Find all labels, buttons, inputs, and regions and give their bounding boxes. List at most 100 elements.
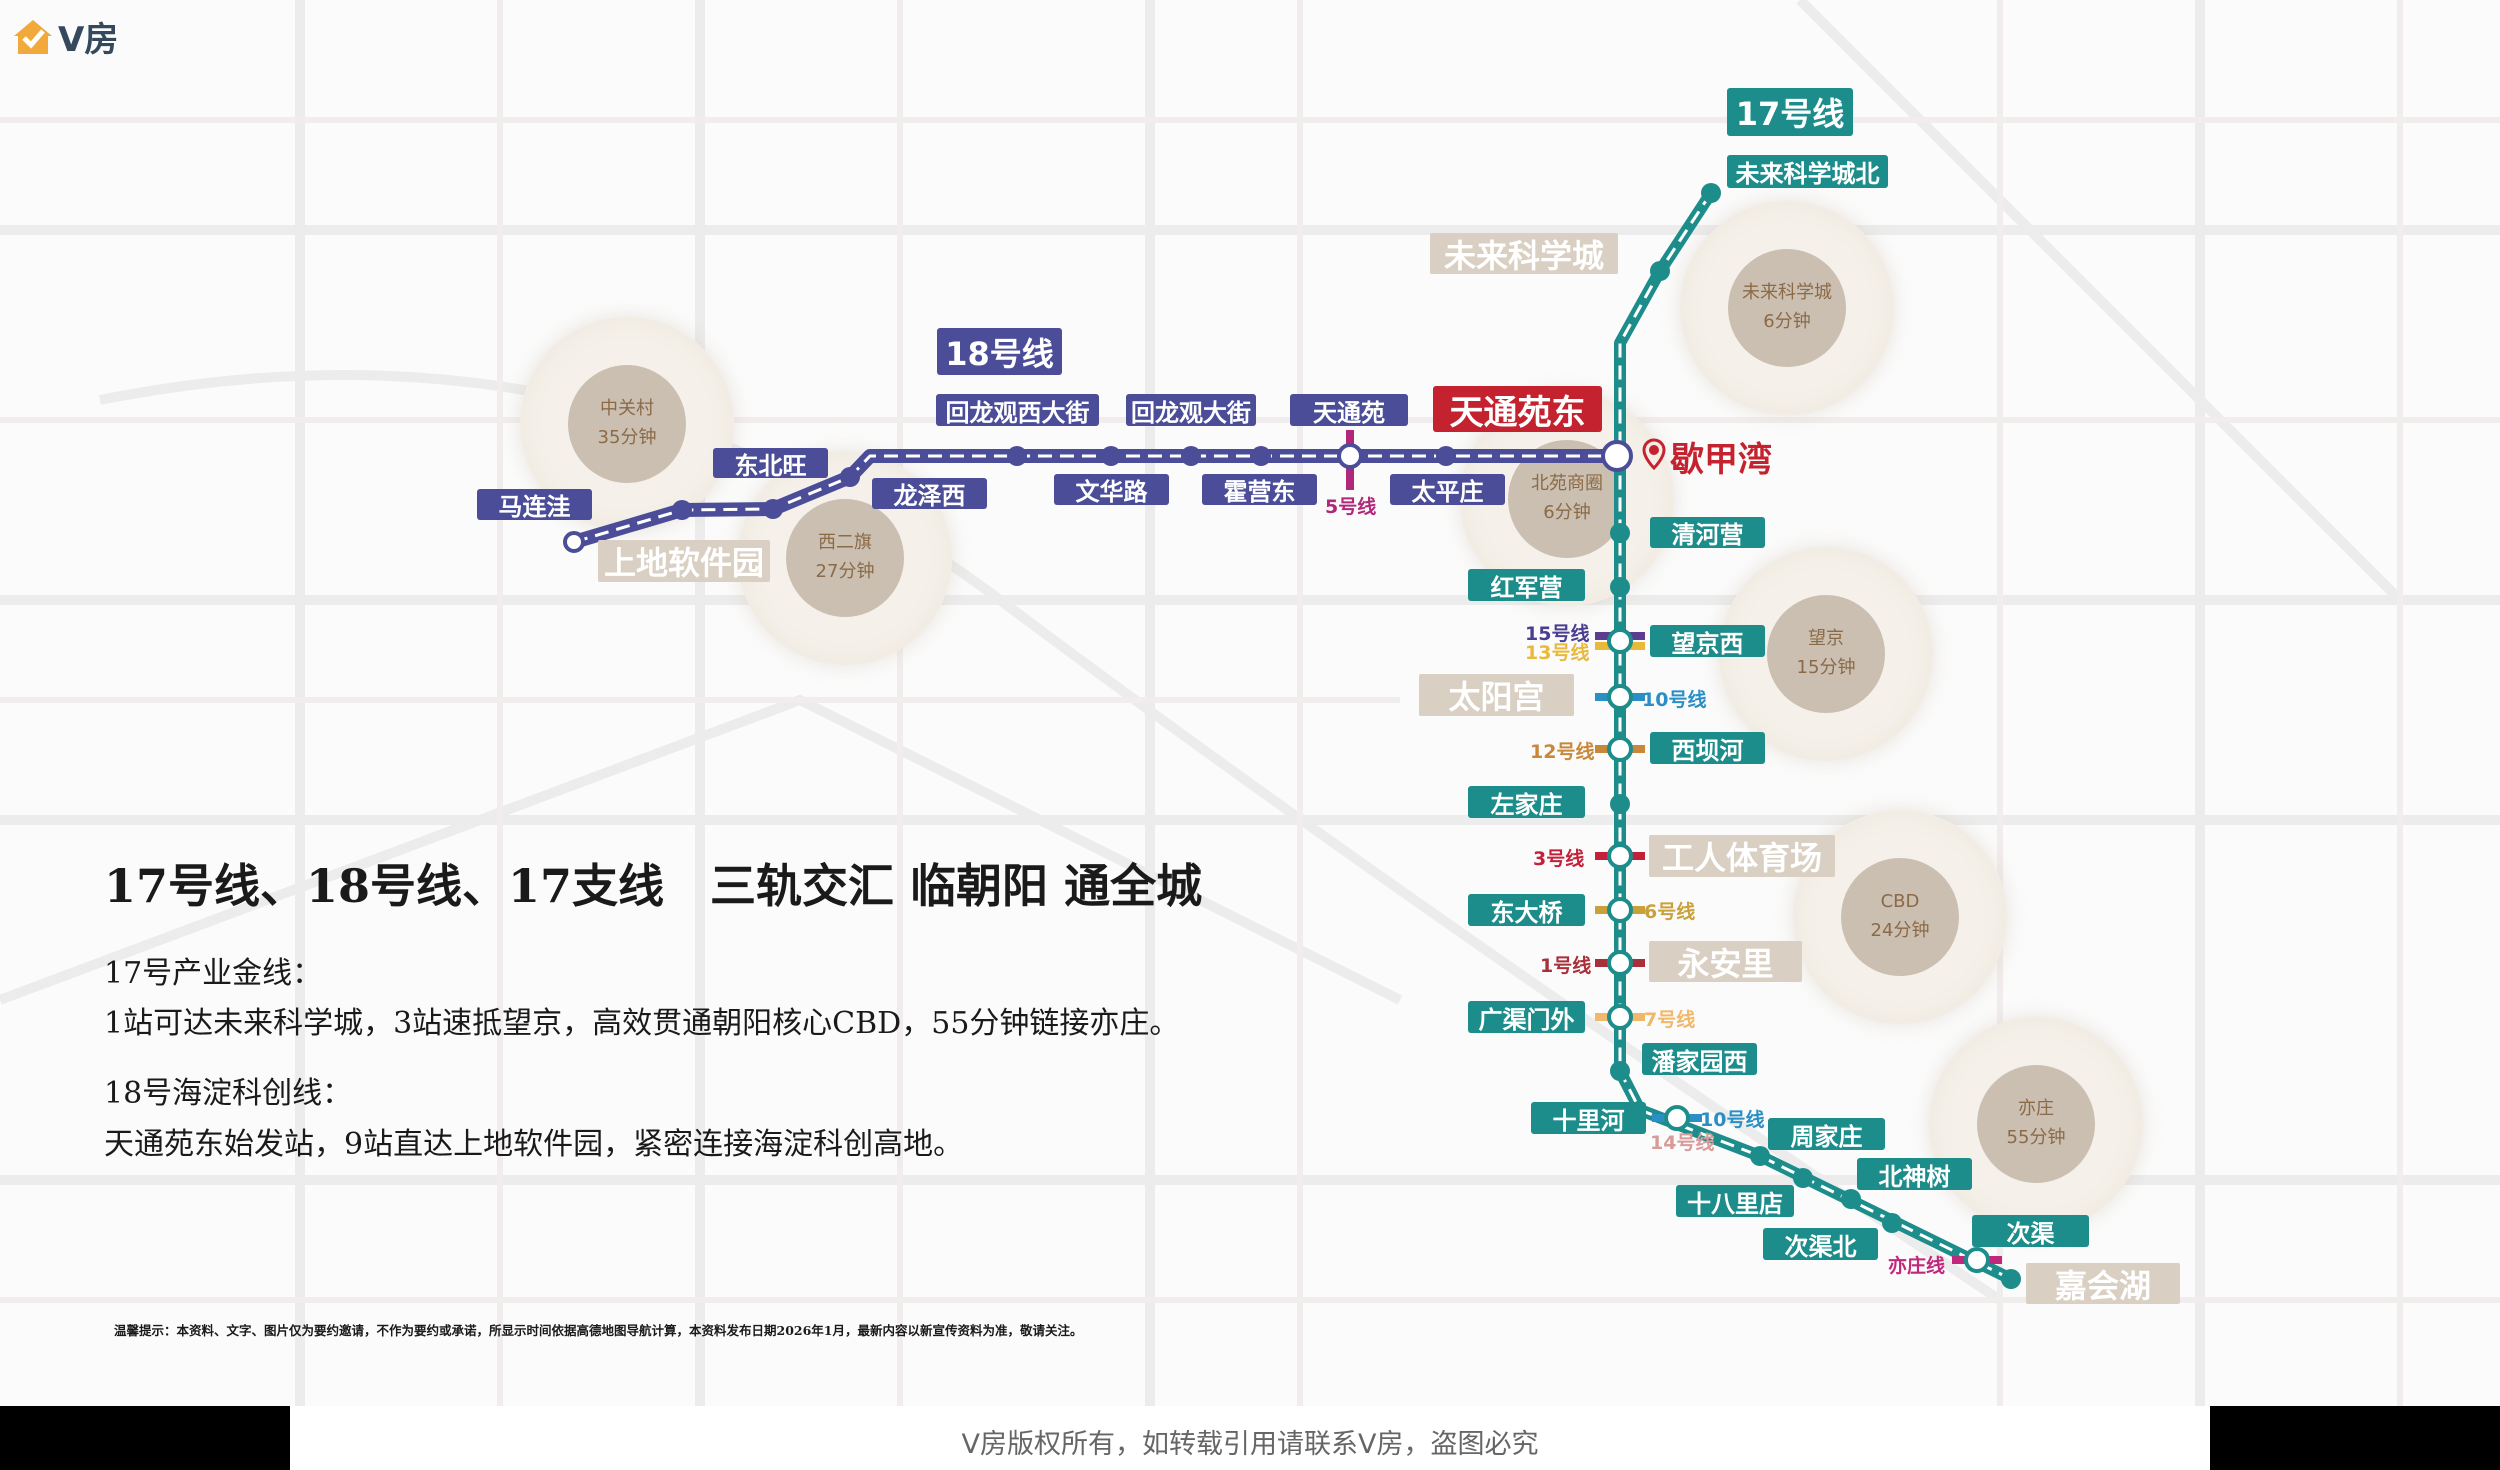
project-name: 歇甲湾 [1670, 440, 1772, 480]
interchange-icon [1337, 443, 1363, 469]
vfang-logo[interactable]: V房 [12, 12, 118, 61]
line18-desc-title: 18号海淀科创线： [104, 1076, 353, 1111]
station-dot [1701, 183, 1721, 203]
station-huilongguandajie: 回龙观大街 [1126, 394, 1256, 427]
station-dot [1436, 446, 1456, 466]
station-wenhualu: 文华路 [1054, 474, 1169, 506]
station-tiantongyuandong: 天通苑东 [1433, 386, 1602, 433]
hub-name: 亦庄 [2018, 1098, 2054, 1120]
footer-black-right [2210, 1406, 2500, 1470]
line-18-stations [672, 446, 1456, 520]
hub-time: 6分钟 [1763, 311, 1811, 332]
transfer-line-6: 6号线 [1644, 901, 1696, 923]
station-dot [1650, 261, 1670, 281]
transfer-line-13: 13号线 [1525, 642, 1590, 664]
station-dot [840, 467, 860, 487]
footer-bar: V房版权所有，如转载引用请联系V房，盗图必究 [0, 1406, 2500, 1470]
station-dongdaqiao: 东大桥 [1468, 894, 1585, 927]
line18-desc-text: 天通苑东始发站，9站直达上地软件园，紧密连接海淀科创高地。 [104, 1127, 964, 1162]
hub-time: 55分钟 [2006, 1127, 2066, 1148]
interchange-icon [1607, 736, 1633, 762]
hub-time: 6分钟 [1543, 502, 1591, 523]
place-taiyanggong: 太阳宫 [1419, 674, 1574, 716]
transfer-line-5: 5号线 [1325, 496, 1377, 518]
station-shilihe: 十里河 [1531, 1102, 1646, 1135]
project-pin-icon [1642, 438, 1666, 471]
interchange-icon [1607, 897, 1633, 923]
station-guangqumenwai: 广渠门外 [1468, 1001, 1585, 1034]
line-18-title: 18号线 [937, 328, 1062, 375]
disclaimer: 温馨提示：本资料、文字、图片仅为要约邀请，不作为要约或承诺，所显示时间依据高德地… [114, 1323, 1083, 1338]
interchange-icon [1607, 1004, 1633, 1030]
transfer-line-15: 15号线 [1525, 623, 1590, 645]
station-ciqubei: 次渠北 [1763, 1228, 1878, 1261]
hub-time: 24分钟 [1870, 920, 1930, 941]
station-dongbeiwang: 东北旺 [713, 448, 828, 480]
station-huilongguanxidajie: 回龙观西大街 [936, 394, 1099, 427]
station-taipingzhuang: 太平庄 [1390, 474, 1505, 506]
metro-map [563, 183, 2021, 1289]
place-gongti: 工人体育场 [1649, 835, 1835, 877]
hub-name: 中关村 [600, 398, 654, 420]
station-huoyingdong: 霍营东 [1202, 474, 1317, 506]
station-dot [1610, 1061, 1630, 1081]
hub-name: 未来科学城 [1742, 282, 1832, 304]
station-dot [672, 500, 692, 520]
footer-black-left [0, 1406, 290, 1470]
interchange-icon [1601, 440, 1633, 472]
interchange-icon [1964, 1247, 1990, 1273]
line-17-stations [1610, 183, 2021, 1289]
hub-time: 15分钟 [1796, 657, 1856, 678]
station-dot [1610, 523, 1630, 543]
transfer-line-1: 1号线 [1540, 955, 1592, 977]
line17-desc-title: 17号产业金线： [104, 956, 323, 991]
place-yonganli: 永安里 [1649, 941, 1802, 983]
station-weilaikexuechengbei: 未来科学城北 [1727, 155, 1888, 188]
place-weilai: 未来科学城 [1430, 233, 1618, 275]
interchange-icons [563, 440, 1990, 1273]
transfer-line-10: 10号线 [1642, 689, 1707, 711]
station-dot [1841, 1189, 1861, 1209]
station-dot [1181, 446, 1201, 466]
station-panjiayuanxi: 潘家园西 [1642, 1043, 1757, 1076]
hub-time: 27分钟 [815, 561, 875, 582]
station-dot [1882, 1213, 1902, 1233]
transfer-line-12: 12号线 [1530, 741, 1595, 763]
headline: 17号线、18号线、17支线 三轨交汇 临朝阳 通全城 [104, 859, 1203, 913]
station-dot [1007, 446, 1027, 466]
station-dot [1750, 1146, 1770, 1166]
transfer-yizhuang-line: 亦庄线 [1888, 1255, 1946, 1277]
station-hongjunying: 红军营 [1468, 569, 1585, 602]
interchange-icon [1664, 1105, 1690, 1131]
station-dot [1610, 794, 1630, 814]
transfer-line-14: 14号线 [1650, 1132, 1715, 1154]
transfer-line-3: 3号线 [1533, 848, 1585, 870]
interchange-icon [563, 531, 585, 553]
line-18-track [572, 449, 1617, 549]
station-longzexi: 龙泽西 [872, 478, 987, 510]
station-tiantongyuan: 天通苑 [1290, 394, 1408, 427]
station-malianwa: 马连洼 [477, 489, 592, 521]
place-shangdi: 上地软件园 [598, 540, 770, 582]
station-ciqu: 次渠 [1972, 1215, 2089, 1248]
station-zhoujiazhuang: 周家庄 [1768, 1118, 1885, 1151]
interchange-icon [1607, 628, 1633, 654]
station-wangjingxi: 望京西 [1650, 625, 1765, 658]
place-jiahuihu: 嘉会湖 [2026, 1263, 2180, 1305]
logo-text: V房 [58, 20, 119, 60]
interchange-icon [1607, 843, 1633, 869]
station-zuojiazhuang: 左家庄 [1468, 786, 1585, 819]
station-dot [763, 499, 783, 519]
transfer-line-10-b: 10号线 [1700, 1109, 1765, 1131]
station-qingheying: 清河营 [1650, 517, 1765, 549]
interchange-icon [1607, 684, 1633, 710]
hub-name: 西二旗 [818, 532, 872, 554]
house-check-icon [14, 19, 52, 54]
transfer-line-7: 7号线 [1644, 1009, 1696, 1031]
interchange-icon [1607, 950, 1633, 976]
copyright-notice: V房版权所有，如转载引用请联系V房，盗图必究 [961, 1429, 1539, 1460]
station-dot [1251, 446, 1271, 466]
hub-name: 北苑商圈 [1531, 473, 1603, 495]
station-xibahe: 西坝河 [1650, 732, 1765, 765]
station-dot [1101, 446, 1121, 466]
